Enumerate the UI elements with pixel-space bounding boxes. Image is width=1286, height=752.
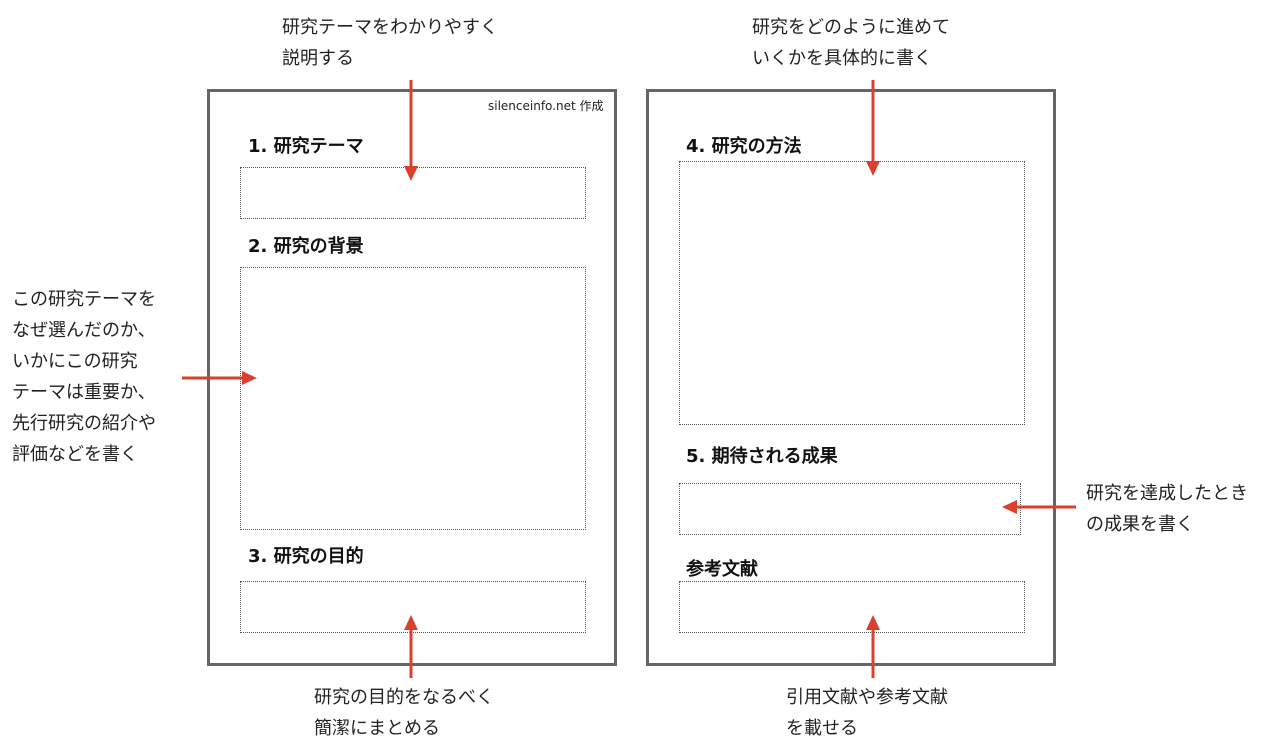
credit-label: silenceinfo.net 作成: [488, 99, 604, 113]
research-theme-box: [240, 167, 586, 219]
heading-research-theme: 1. 研究テーマ: [248, 136, 364, 157]
research-background-box: [240, 267, 586, 530]
note-purpose: 研究の目的をなるべく 簡潔にまとめる: [314, 687, 494, 739]
note-background: この研究テーマを なぜ選んだのか、 いかにこの研究 テーマは重要か、 先行研究の…: [12, 289, 156, 465]
note-method: 研究をどのように進めて いくかを具体的に書く: [752, 17, 950, 69]
heading-research-purpose: 3. 研究の目的: [248, 546, 364, 567]
expected-results-box: [679, 483, 1021, 535]
research-purpose-box: [240, 581, 586, 633]
references-box: [679, 581, 1025, 633]
left-page: silenceinfo.net 作成 1. 研究テーマ 2. 研究の背景 3. …: [207, 89, 617, 666]
right-page: 4. 研究の方法 5. 期待される成果 参考文献: [646, 89, 1056, 666]
note-references: 引用文献や参考文献 を載せる: [786, 687, 948, 739]
heading-references: 参考文献: [686, 559, 758, 580]
note-results: 研究を達成したとき の成果を書く: [1086, 483, 1248, 535]
heading-research-background: 2. 研究の背景: [248, 236, 364, 257]
heading-research-method: 4. 研究の方法: [686, 136, 802, 157]
note-theme: 研究テーマをわかりやすく 説明する: [282, 17, 498, 69]
research-method-box: [679, 161, 1025, 425]
heading-expected-results: 5. 期待される成果: [686, 446, 838, 467]
